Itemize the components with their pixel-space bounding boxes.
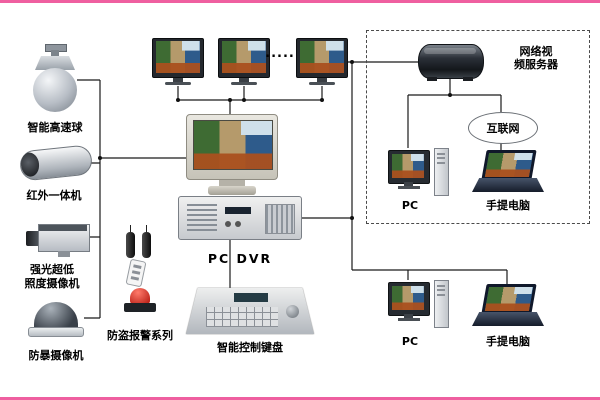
speed-dome-camera-icon bbox=[26, 44, 84, 116]
speed-dome-label: 智能高速球 bbox=[27, 121, 83, 134]
monitor-screen bbox=[156, 41, 200, 73]
box-camera-stripe bbox=[39, 225, 87, 231]
pc-tower bbox=[434, 148, 449, 196]
monitor-foot bbox=[309, 82, 335, 85]
dvr-grill bbox=[265, 204, 295, 234]
monitor-ellipsis: ...... bbox=[265, 46, 301, 61]
monitor-foot bbox=[231, 82, 257, 85]
laptop-screen-image bbox=[484, 287, 534, 311]
ir-camera-label: 红外一体机 bbox=[26, 189, 82, 202]
alarm-siren-icon bbox=[124, 288, 156, 314]
laptop-screen bbox=[481, 284, 537, 314]
pc-bottom-label: PC bbox=[401, 335, 419, 348]
crt-neck bbox=[219, 180, 245, 186]
server-foot bbox=[427, 77, 437, 81]
vandal-dome-base bbox=[28, 327, 84, 337]
box-camera-icon bbox=[26, 220, 90, 258]
keyboard-lcd bbox=[234, 293, 268, 302]
pc-workstation-top-icon bbox=[388, 148, 449, 196]
box-camera-mount bbox=[58, 251, 70, 257]
nvs-label-line1: 网络视 bbox=[519, 45, 553, 58]
pc-dvr-unit-icon bbox=[178, 196, 302, 240]
server-shell bbox=[418, 44, 484, 79]
pc-foot bbox=[398, 186, 420, 189]
bottom-accent-line bbox=[0, 397, 600, 400]
dome-neck bbox=[51, 50, 59, 57]
siren-dome bbox=[130, 288, 150, 304]
keyboard-keys bbox=[206, 307, 278, 327]
pc-foot bbox=[398, 318, 420, 321]
top-accent-line bbox=[0, 0, 600, 3]
alarm-sensor-icon-2 bbox=[142, 225, 151, 258]
alarm-sensor-icon-1 bbox=[126, 225, 135, 258]
monitor-stand bbox=[317, 78, 327, 82]
dome-ball bbox=[33, 68, 77, 112]
server-foot bbox=[463, 77, 473, 81]
lowlight-label-line1: 强光超低 bbox=[30, 263, 74, 276]
monitor-stand bbox=[173, 78, 183, 82]
laptop-bottom-icon bbox=[472, 284, 544, 330]
pc-screen bbox=[392, 286, 424, 310]
network-group-box bbox=[366, 30, 590, 224]
box-camera-lens bbox=[26, 231, 40, 246]
alarm-series-label: 防盗报警系列 bbox=[107, 329, 173, 342]
dvr-button bbox=[235, 221, 241, 227]
dvr-vents bbox=[187, 204, 217, 232]
crt-monitor-icon bbox=[186, 114, 278, 198]
internet-ellipse: 互联网 bbox=[468, 112, 538, 144]
internet-label: 互联网 bbox=[486, 122, 520, 135]
monitor-screen bbox=[222, 41, 266, 73]
vandal-label: 防暴摄像机 bbox=[28, 349, 84, 362]
pc-top-label: PC bbox=[401, 199, 419, 212]
keyboard-joystick bbox=[286, 305, 299, 318]
laptop-screen bbox=[481, 150, 537, 180]
dvr-button bbox=[225, 221, 231, 227]
laptop-base bbox=[472, 312, 544, 326]
pc-screen bbox=[392, 154, 424, 178]
wall-monitor-2 bbox=[218, 38, 270, 86]
lowlight-label-line2: 照度摄像机 bbox=[24, 277, 80, 290]
laptop-base bbox=[472, 178, 544, 192]
ir-bullet-camera-icon bbox=[18, 142, 94, 183]
siren-base bbox=[124, 303, 156, 312]
pc-stand bbox=[404, 182, 413, 186]
monitor-screen bbox=[300, 41, 344, 73]
network-video-server-icon bbox=[418, 44, 484, 82]
pc-workstation-bottom-icon bbox=[388, 280, 449, 328]
keyboard-label: 智能控制键盘 bbox=[217, 341, 283, 354]
crt-foot bbox=[208, 186, 256, 195]
laptop-top-label: 手提电脑 bbox=[486, 199, 530, 212]
laptop-screen-image bbox=[484, 153, 534, 177]
control-keyboard-icon bbox=[186, 288, 314, 334]
vandal-dome-top bbox=[34, 302, 78, 328]
monitor-stand bbox=[239, 78, 249, 82]
pc-stand bbox=[404, 314, 413, 318]
crt-screen bbox=[193, 120, 273, 170]
pc-tower bbox=[434, 280, 449, 328]
laptop-bottom-label: 手提电脑 bbox=[486, 335, 530, 348]
pc-dvr-label: PC DVR bbox=[207, 251, 273, 266]
laptop-top-icon bbox=[472, 150, 544, 196]
vandal-dome-camera-icon bbox=[28, 300, 84, 338]
monitor-foot bbox=[165, 82, 191, 85]
dvr-display bbox=[225, 207, 251, 214]
nvs-label-line2: 频服务器 bbox=[514, 57, 558, 71]
wall-monitor-3 bbox=[296, 38, 348, 86]
dome-housing bbox=[35, 56, 75, 70]
wall-monitor-1 bbox=[152, 38, 204, 86]
nvs-label: 网络视 频服务器 bbox=[514, 45, 558, 71]
server-highlight bbox=[424, 48, 476, 54]
